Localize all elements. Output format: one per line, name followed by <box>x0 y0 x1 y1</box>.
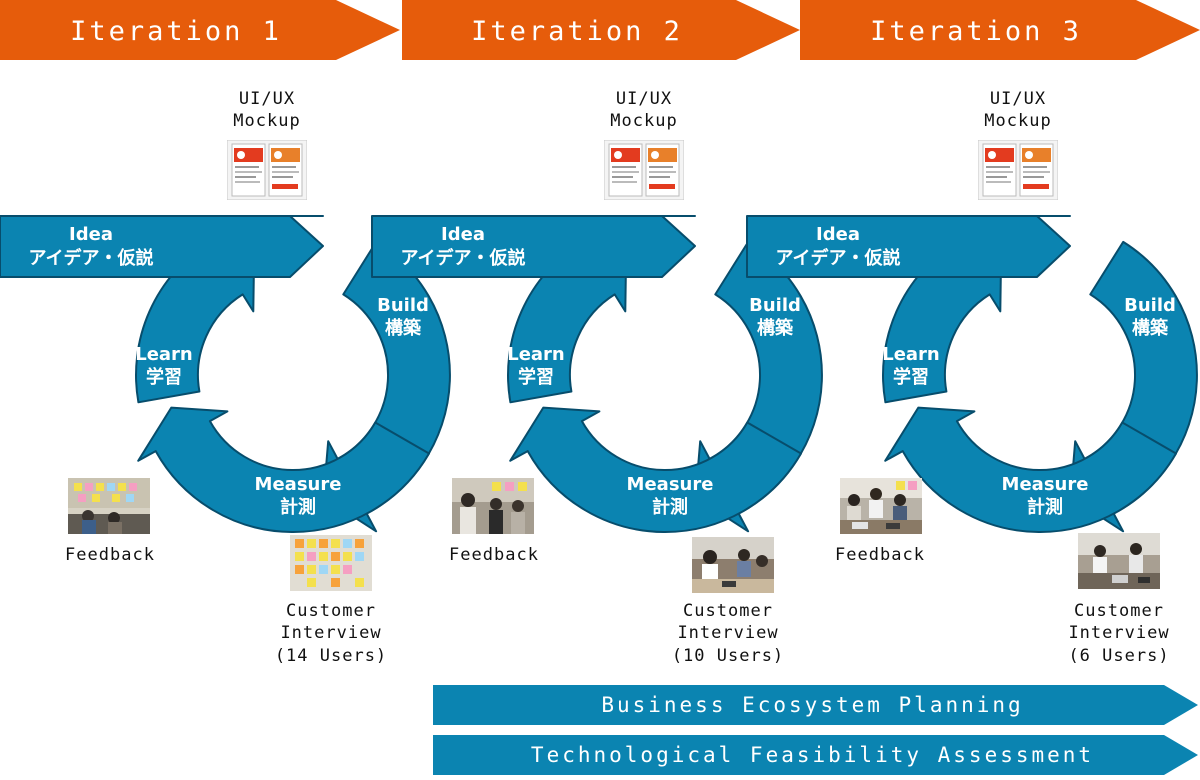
mockup-label-line1: UI/UX <box>990 89 1046 109</box>
idea-label-en: Idea <box>441 224 485 245</box>
learn-label-en: Learn <box>135 344 193 365</box>
iteration-arrow-2: Iteration 2 <box>402 0 800 60</box>
measure-label-en: Measure <box>627 474 714 495</box>
idea-arrow <box>746 215 1071 278</box>
iteration-title: Iteration 3 <box>870 16 1082 47</box>
iteration-arrow-shape <box>0 0 400 60</box>
interview-label-line1: Customer <box>1074 601 1164 621</box>
workstream-bar-1: Business Ecosystem Planning <box>433 685 1198 725</box>
build-label-en: Build <box>1124 295 1176 316</box>
measure-label-ja: 計測 <box>1027 496 1063 518</box>
idea-arrow <box>371 215 696 278</box>
iteration-arrow-shape <box>402 0 800 60</box>
interview-label-line2: Interview <box>677 623 778 643</box>
workstream-bar-shape <box>433 735 1198 775</box>
workstream-label: Business Ecosystem Planning <box>601 693 1023 717</box>
measure-label-ja: 計測 <box>280 496 316 518</box>
measure-label-en: Measure <box>1002 474 1089 495</box>
build-label-ja: 構築 <box>757 317 794 339</box>
interview-label-line3: (10 Users) <box>672 646 784 666</box>
feedback-photo-image <box>452 478 534 534</box>
mockup-label-line2: Mockup <box>984 111 1051 131</box>
mockup-thumbnail-image <box>978 140 1058 200</box>
interview-photo-image <box>290 535 372 591</box>
iteration-arrow-shape <box>800 0 1200 60</box>
mockup-label-line1: UI/UX <box>616 89 672 109</box>
idea-label-en: Idea <box>69 224 113 245</box>
measure-label-ja: 計測 <box>652 496 688 518</box>
learn-label-ja: 学習 <box>518 366 554 388</box>
interview-label-line1: Customer <box>286 601 376 621</box>
interview-photo-image <box>1078 533 1160 589</box>
idea-label-ja: アイデア・仮説 <box>400 247 525 269</box>
idea-label-ja: アイデア・仮説 <box>28 247 153 269</box>
feedback-label: Feedback <box>65 545 155 565</box>
learn-label-en: Learn <box>507 344 565 365</box>
workstream-bar-2: Technological Feasibility Assessment <box>433 735 1198 775</box>
iteration-arrow-1: Iteration 1 <box>0 0 400 60</box>
interview-label-line2: Interview <box>280 623 381 643</box>
interview-label-line1: Customer <box>683 601 773 621</box>
measure-arrow <box>509 406 802 534</box>
feedback-photo-image <box>840 478 922 534</box>
cycle-3: UI/UXMockupIdeaアイデア・仮説Build構築Measure計測Le… <box>746 89 1198 666</box>
idea-label-ja: アイデア・仮説 <box>775 247 900 269</box>
learn-label-ja: 学習 <box>146 366 182 388</box>
iteration-arrow-3: Iteration 3 <box>800 0 1200 60</box>
interview-label-line3: (6 Users) <box>1068 646 1169 666</box>
measure-label-en: Measure <box>255 474 342 495</box>
build-label-en: Build <box>749 295 801 316</box>
workstream-label: Technological Feasibility Assessment <box>531 743 1094 767</box>
learn-label-ja: 学習 <box>893 366 929 388</box>
interview-photo-image <box>692 537 774 593</box>
iteration-title: Iteration 1 <box>70 16 282 47</box>
interview-label-line2: Interview <box>1068 623 1169 643</box>
feedback-photo-image <box>68 478 150 534</box>
learn-label-en: Learn <box>882 344 940 365</box>
feedback-label: Feedback <box>835 545 925 565</box>
build-label-ja: 構築 <box>385 317 422 339</box>
measure-arrow <box>884 406 1177 534</box>
feedback-label: Feedback <box>449 545 539 565</box>
iteration-title: Iteration 2 <box>471 16 683 47</box>
build-label-ja: 構築 <box>1132 317 1169 339</box>
idea-arrow <box>0 215 324 278</box>
interview-label-line3: (14 Users) <box>275 646 387 666</box>
mockup-thumbnail-image <box>227 140 307 200</box>
idea-label-en: Idea <box>816 224 860 245</box>
mockup-label-line2: Mockup <box>233 111 300 131</box>
build-label-en: Build <box>377 295 429 316</box>
cycle-2: UI/UXMockupIdeaアイデア・仮説Build構築Measure計測Le… <box>371 89 823 666</box>
mockup-label-line1: UI/UX <box>239 89 295 109</box>
measure-arrow <box>137 406 430 534</box>
mockup-thumbnail-image <box>604 140 684 200</box>
workstream-bar-shape <box>433 685 1198 725</box>
mockup-label-line2: Mockup <box>610 111 677 131</box>
